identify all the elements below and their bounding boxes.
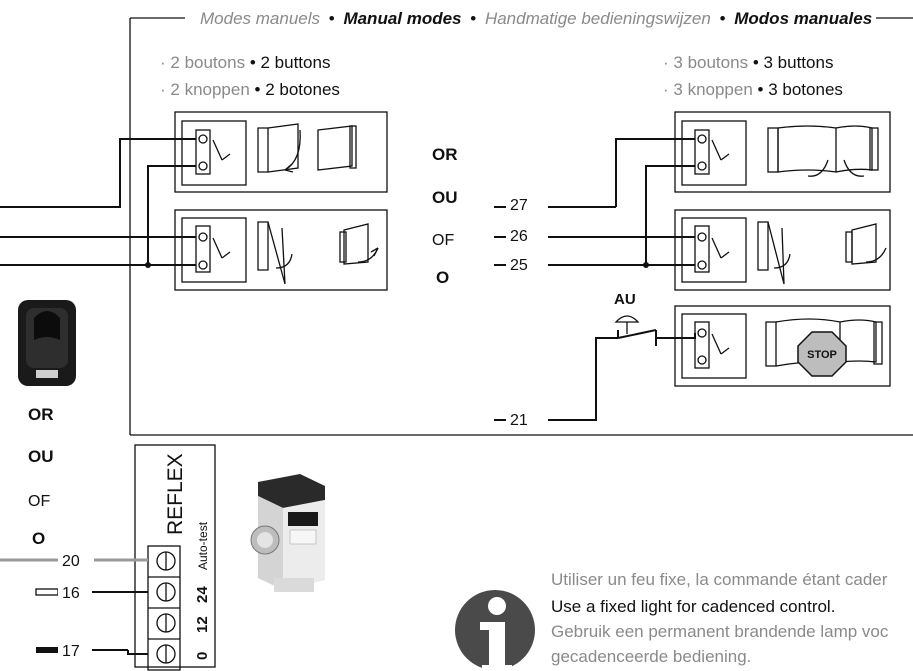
three-buttons-fr: 3 boutons bbox=[673, 53, 748, 72]
info-icon bbox=[455, 590, 535, 671]
wire-21 bbox=[494, 337, 618, 421]
wire-label-26: 26 bbox=[510, 228, 528, 245]
au-switch-out bbox=[655, 330, 696, 346]
or-label-nl: OF bbox=[432, 232, 454, 249]
left-or-label-en: OR bbox=[28, 405, 54, 424]
or-label-fr: OU bbox=[432, 188, 458, 207]
info-text-nl-1: Gebruik een permanent brandende lamp voc bbox=[551, 622, 889, 641]
or-label-en: OR bbox=[432, 145, 458, 164]
remote-control-image bbox=[18, 300, 76, 386]
three-buttons-es: 3 botones bbox=[768, 80, 843, 99]
header-sep-1: • bbox=[329, 9, 335, 28]
two-buttons-line-1: · 2 boutons • 2 buttons bbox=[160, 53, 330, 72]
two-buttons-line-2: · 2 knoppen • 2 botones bbox=[160, 80, 340, 99]
wire-27-route bbox=[615, 138, 695, 207]
three-button-box-top bbox=[674, 111, 891, 193]
junction-left bbox=[145, 262, 151, 268]
two-buttons-nl: 2 knoppen bbox=[170, 80, 249, 99]
junction-right bbox=[643, 262, 649, 268]
header-title: Modes manuels • Manual modes • Handmatig… bbox=[200, 9, 872, 28]
header-sep-2: • bbox=[470, 9, 476, 28]
reflex-autotest: Auto-test bbox=[196, 521, 210, 570]
left-or-label-fr: OU bbox=[28, 447, 54, 466]
two-buttons-es: 2 botones bbox=[265, 80, 340, 99]
terminal-0: 0 bbox=[194, 652, 211, 660]
wire-right-common bbox=[645, 165, 695, 265]
reflex-terminal-block: REFLEX Auto-test 24 12 0 bbox=[134, 444, 216, 671]
or-label-es: O bbox=[436, 268, 449, 287]
stop-icon bbox=[797, 331, 847, 377]
info-text-nl-2: gecadenceerde bediening. bbox=[551, 647, 751, 666]
info-text-en: Use a fixed light for cadenced control. bbox=[551, 597, 835, 616]
three-buttons-line-2: · 3 knoppen • 3 botones bbox=[663, 80, 843, 99]
wire-left-common bbox=[147, 165, 196, 265]
three-buttons-en: 3 buttons bbox=[764, 53, 834, 72]
left-or-label-nl: OF bbox=[28, 493, 50, 510]
three-button-box-stop: STOP bbox=[674, 305, 891, 387]
wire-label-25: 25 bbox=[510, 257, 528, 274]
header-nl: Handmatige bedieningswijzen bbox=[485, 9, 711, 28]
wire-label-21: 21 bbox=[510, 412, 528, 429]
three-button-box-middle bbox=[674, 209, 891, 291]
reflex-title: REFLEX bbox=[164, 453, 187, 535]
wire-label-16: 16 bbox=[62, 585, 80, 602]
two-button-box-bottom bbox=[174, 209, 388, 291]
wire-label-20: 20 bbox=[62, 553, 80, 570]
two-button-box-top bbox=[174, 111, 388, 193]
header-en: Manual modes bbox=[343, 9, 461, 28]
terminal-24: 24 bbox=[194, 586, 211, 603]
photocell-image bbox=[250, 474, 325, 592]
stop-label: STOP bbox=[807, 349, 837, 361]
header-es: Modos manuales bbox=[734, 9, 872, 28]
header-sep-3: • bbox=[720, 9, 726, 28]
au-mushroom-icon bbox=[614, 315, 640, 323]
wire-label-27: 27 bbox=[510, 197, 528, 214]
three-buttons-nl: 3 knoppen bbox=[673, 80, 752, 99]
info-text-fr: Utiliser un feu fixe, la commande étant … bbox=[551, 570, 888, 589]
au-switch bbox=[617, 329, 657, 339]
terminal-12: 12 bbox=[194, 616, 211, 633]
wire-left-top bbox=[0, 138, 196, 208]
three-buttons-line-1: · 3 boutons • 3 buttons bbox=[663, 53, 833, 72]
wire-label-17: 17 bbox=[62, 643, 80, 660]
header-fr: Modes manuels bbox=[200, 9, 321, 28]
two-buttons-en: 2 buttons bbox=[261, 53, 331, 72]
two-buttons-fr: 2 boutons bbox=[170, 53, 245, 72]
au-label: AU bbox=[614, 291, 636, 308]
left-or-label-es: O bbox=[32, 529, 45, 548]
